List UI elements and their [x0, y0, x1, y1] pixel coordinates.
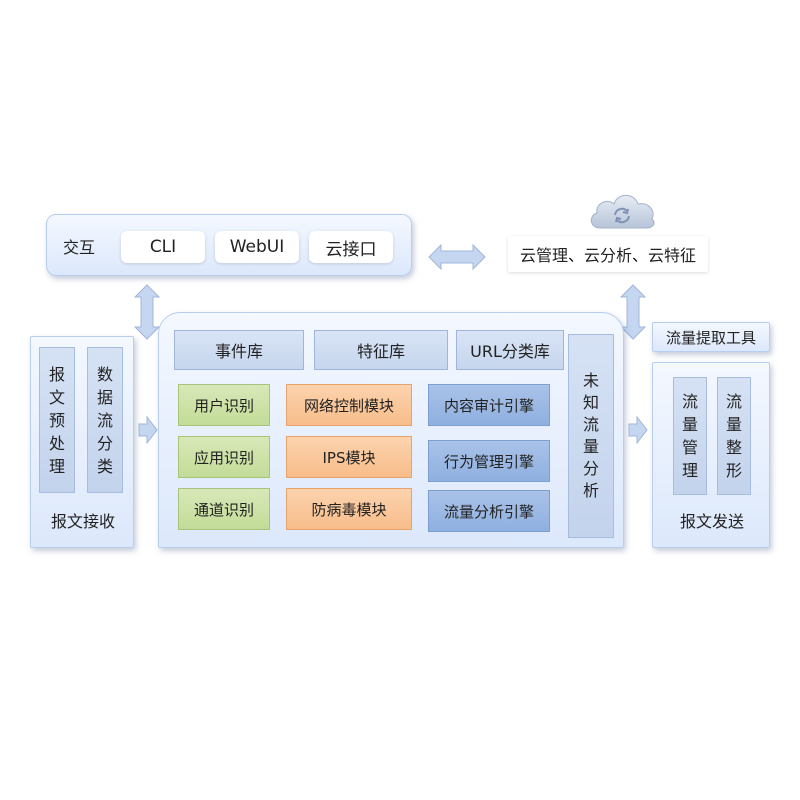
antivirus-module: 防病毒模块	[286, 488, 412, 530]
channel-identification: 通道识别	[178, 488, 270, 530]
receive-panel: 报文预处理 数据流分类 报文接收	[30, 336, 134, 548]
app-identification: 应用识别	[178, 436, 270, 478]
double-arrow-vertical-left-icon	[133, 284, 161, 340]
arrow-right-out-icon	[628, 416, 648, 444]
send-label: 报文发送	[679, 512, 744, 531]
flow-classify-label: 数据流分类	[96, 364, 113, 476]
unknown-traffic-label: 未知流量分析	[582, 371, 599, 500]
packet-preprocess-label: 报文预处理	[48, 364, 65, 476]
traffic-shaping-label: 流量整形	[725, 392, 742, 480]
interaction-label: 交互	[62, 238, 95, 257]
webui-box: WebUI	[215, 231, 299, 263]
send-panel: 流量管理 流量整形 报文发送	[652, 362, 770, 548]
behavior-management-engine: 行为管理引擎	[428, 440, 550, 482]
traffic-shaping-column: 流量整形	[717, 377, 751, 495]
traffic-analysis-engine: 流量分析引擎	[428, 490, 550, 532]
user-identification: 用户识别	[178, 384, 270, 426]
ips-module: IPS模块	[286, 436, 412, 478]
cloud-interface-box: 云接口	[309, 231, 393, 263]
event-library: 事件库	[174, 330, 304, 370]
signature-library: 特征库	[314, 330, 448, 370]
cloud-services-box: 云管理、云分析、云特征	[508, 236, 708, 272]
traffic-management-label: 流量管理	[681, 392, 698, 480]
double-arrow-horizontal-icon	[428, 243, 486, 271]
content-audit-engine: 内容审计引擎	[428, 384, 550, 426]
network-control-module: 网络控制模块	[286, 384, 412, 426]
receive-label: 报文接收	[50, 512, 115, 531]
url-category-library: URL分类库	[456, 330, 564, 370]
traffic-extraction-tool: 流量提取工具	[652, 322, 770, 352]
flow-classify-column: 数据流分类	[87, 347, 123, 493]
interaction-panel: 交互 CLI WebUI 云接口	[46, 214, 412, 276]
traffic-management-column: 流量管理	[673, 377, 707, 495]
cloud-sync-icon	[590, 194, 655, 229]
packet-preprocess-column: 报文预处理	[39, 347, 75, 493]
double-arrow-vertical-right-icon	[619, 284, 647, 340]
arrow-right-in-icon	[138, 416, 158, 444]
cli-box: CLI	[121, 231, 205, 263]
unknown-traffic-column: 未知流量分析	[568, 334, 614, 538]
